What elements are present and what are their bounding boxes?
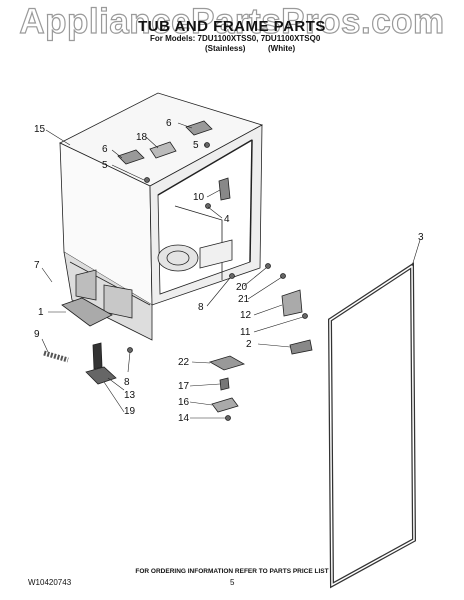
callout-10: 10 bbox=[193, 192, 205, 203]
callout-4: 4 bbox=[224, 214, 230, 225]
callout-6a: 6 bbox=[166, 118, 172, 129]
callout-9: 9 bbox=[34, 329, 40, 340]
page-number: 5 bbox=[230, 578, 235, 587]
hinge-bracket-left bbox=[117, 149, 145, 165]
screw-8 bbox=[229, 273, 235, 279]
callout-14: 14 bbox=[178, 413, 190, 424]
callout-18: 18 bbox=[136, 132, 148, 143]
tub-sump bbox=[157, 244, 199, 272]
pad-22 bbox=[208, 355, 246, 371]
callout-11: 11 bbox=[240, 327, 251, 338]
callout-6b: 6 bbox=[102, 144, 108, 155]
callout-20: 20 bbox=[236, 282, 248, 293]
screw-4 bbox=[205, 203, 211, 209]
screw-5b bbox=[144, 177, 150, 183]
spring-9 bbox=[43, 350, 69, 363]
page-title: TUB AND FRAME PARTS bbox=[138, 18, 326, 35]
hinge-bracket-top bbox=[185, 120, 213, 136]
variant-stainless: (Stainless) bbox=[205, 44, 246, 53]
watermark: AppliancePartsPros.com bbox=[19, 1, 445, 41]
variant-white: (White) bbox=[268, 44, 296, 53]
bracket-16 bbox=[211, 397, 239, 413]
callout-17: 17 bbox=[178, 381, 190, 392]
callout-19: 19 bbox=[124, 406, 136, 417]
callout-22: 22 bbox=[178, 357, 190, 368]
callout-2: 2 bbox=[246, 339, 252, 350]
document-number: W10420743 bbox=[28, 578, 72, 587]
ordering-note: FOR ORDERING INFORMATION REFER TO PARTS … bbox=[135, 568, 329, 575]
callout-1: 1 bbox=[38, 307, 44, 318]
callout-15: 15 bbox=[34, 124, 46, 135]
callout-16: 16 bbox=[178, 397, 190, 408]
insulation-pad bbox=[149, 141, 177, 159]
bracket-10 bbox=[218, 177, 231, 201]
door-gasket bbox=[327, 262, 417, 589]
callout-7: 7 bbox=[34, 260, 40, 271]
callout-3: 3 bbox=[418, 232, 424, 243]
callout-21: 21 bbox=[238, 294, 250, 305]
part-17 bbox=[219, 377, 230, 391]
callout-13: 13 bbox=[124, 390, 136, 401]
foot-pad bbox=[85, 366, 117, 385]
callout-5a: 5 bbox=[193, 140, 199, 151]
callout-5b: 5 bbox=[102, 160, 108, 171]
model-numbers: For Models: 7DU1100XTSS0, 7DU1100XTSQ0 bbox=[150, 34, 321, 43]
callout-8a: 8 bbox=[198, 302, 204, 313]
leveling-foot bbox=[92, 342, 103, 370]
part-2 bbox=[289, 339, 313, 355]
bracket-12 bbox=[281, 289, 303, 317]
callout-12: 12 bbox=[240, 310, 252, 321]
callout-8b: 8 bbox=[124, 377, 130, 388]
